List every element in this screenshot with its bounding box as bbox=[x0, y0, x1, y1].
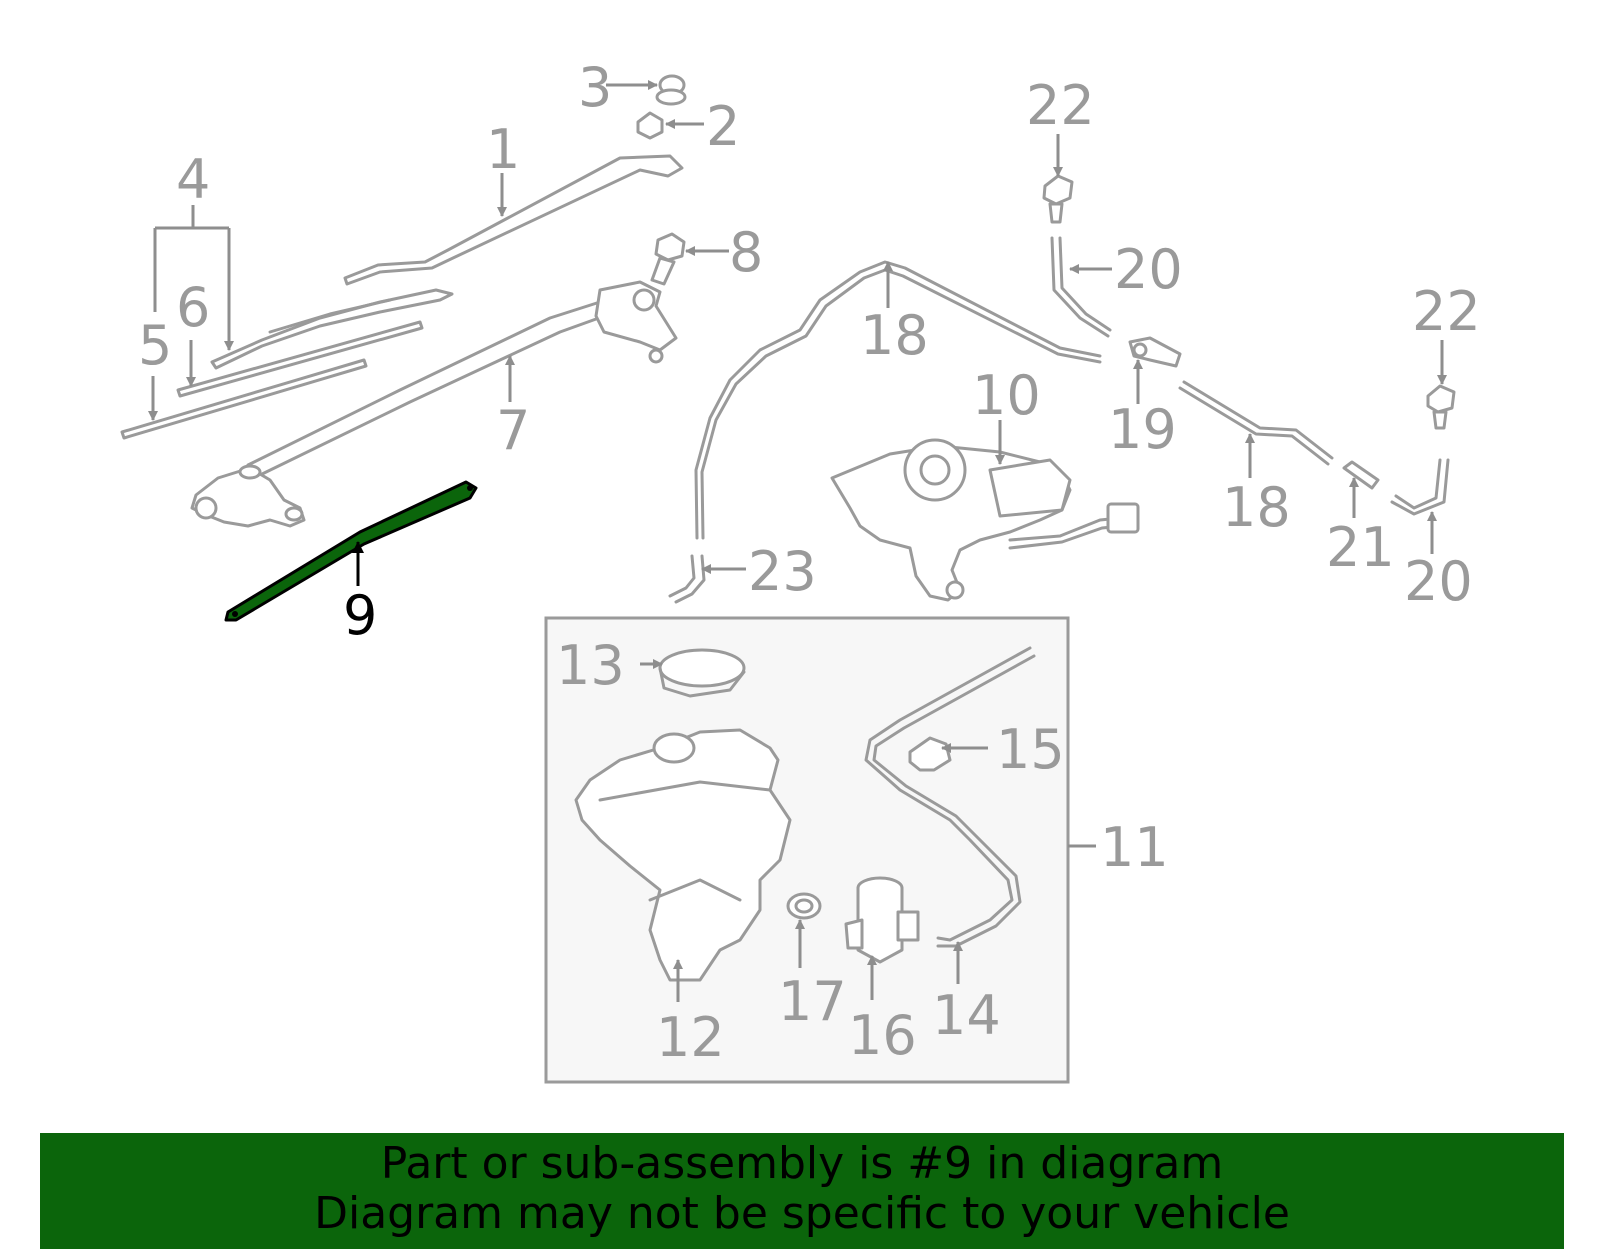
callout-4: 4 bbox=[176, 148, 210, 211]
short-hose-part-right bbox=[1390, 458, 1450, 516]
reservoir-part bbox=[574, 728, 792, 982]
callout-16: 16 bbox=[848, 1004, 917, 1067]
banner-line-2: Diagram may not be specific to your vehi… bbox=[314, 1188, 1290, 1239]
callout-17: 17 bbox=[778, 970, 847, 1033]
bolt-part bbox=[650, 232, 686, 286]
nozzle-part-top bbox=[1042, 174, 1074, 224]
reservoir-cap-part bbox=[658, 648, 746, 698]
callout-14: 14 bbox=[932, 984, 1001, 1047]
elbow-part bbox=[668, 554, 706, 604]
washer-hose-part bbox=[864, 646, 1036, 948]
callout-18-right: 18 bbox=[1222, 476, 1291, 539]
callout-19: 19 bbox=[1108, 398, 1177, 461]
callout-20-top: 20 bbox=[1114, 238, 1183, 301]
clip-part bbox=[908, 736, 952, 772]
hose-part bbox=[694, 260, 1102, 540]
grommet-part bbox=[786, 892, 822, 920]
callout-9: 9 bbox=[343, 584, 377, 647]
info-banner: Part or sub-assembly is #9 in diagram Di… bbox=[40, 1133, 1564, 1249]
hose-part-right bbox=[1178, 380, 1334, 466]
linkage-part bbox=[190, 280, 678, 528]
callout-21: 21 bbox=[1326, 516, 1395, 579]
callout-5: 5 bbox=[138, 314, 172, 377]
callout-2: 2 bbox=[706, 95, 740, 158]
callout-6: 6 bbox=[176, 276, 210, 339]
callout-8: 8 bbox=[729, 221, 763, 284]
cap-part bbox=[655, 74, 687, 106]
short-hose-part bbox=[1050, 236, 1112, 338]
wiper-motor-part bbox=[830, 438, 1140, 602]
wiper-arm-part bbox=[343, 154, 684, 286]
callout-7: 7 bbox=[496, 399, 530, 462]
pivot-link-part-highlighted bbox=[224, 480, 478, 622]
callout-20-right: 20 bbox=[1404, 550, 1473, 613]
callout-10: 10 bbox=[972, 364, 1041, 427]
callout-22-right: 22 bbox=[1412, 280, 1481, 343]
callout-22-top: 22 bbox=[1026, 74, 1095, 137]
connector-part bbox=[1342, 460, 1380, 490]
nut-part bbox=[636, 111, 664, 140]
washer-pump-part bbox=[844, 876, 920, 964]
callout-labels: 1 2 3 4 6 5 7 8 9 22 20 18 10 19 18 22 2… bbox=[138, 56, 1481, 1069]
nozzle-part-right bbox=[1426, 384, 1456, 430]
callout-13: 13 bbox=[556, 634, 625, 697]
callout-3: 3 bbox=[578, 56, 612, 119]
wiper-blade-part bbox=[210, 288, 454, 370]
banner-line-1: Part or sub-assembly is #9 in diagram bbox=[380, 1138, 1224, 1189]
blade-insert-part bbox=[120, 358, 368, 440]
joint-part bbox=[1128, 336, 1182, 368]
callout-18-top: 18 bbox=[860, 304, 929, 367]
callout-1: 1 bbox=[486, 118, 520, 181]
leader-lines bbox=[148, 80, 1447, 1002]
callout-15: 15 bbox=[996, 718, 1065, 781]
callout-23: 23 bbox=[748, 540, 817, 603]
callout-12: 12 bbox=[656, 1006, 725, 1069]
blade-refill-part bbox=[176, 320, 424, 398]
callout-11: 11 bbox=[1100, 816, 1169, 879]
